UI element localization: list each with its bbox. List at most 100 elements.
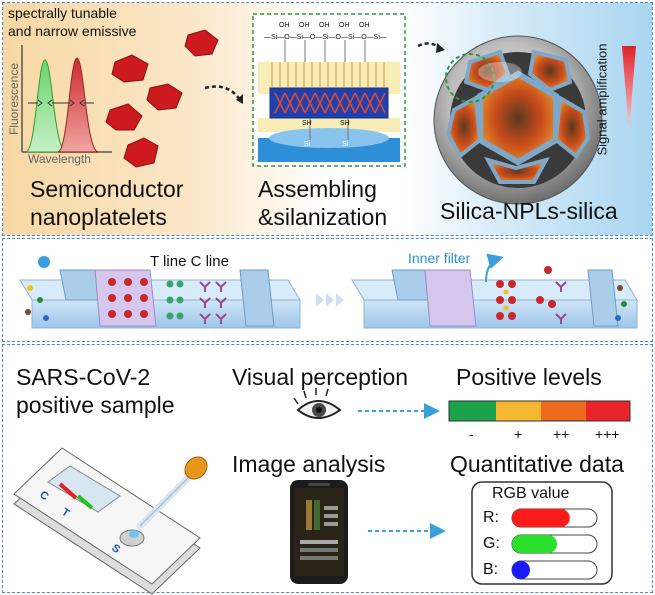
test-strip-after [351,253,638,329]
eye-icon [293,388,342,419]
captured-particles-c-line [536,266,556,308]
chem-oh-2: OH [299,22,310,29]
lattice-pattern [274,92,386,114]
rgb-box [471,481,613,585]
analyte-particles [25,285,49,321]
level-label-triple-plus: +++ [595,426,620,442]
nanoplatelet [146,83,183,111]
level-segment-triple-plus [586,401,630,421]
conjugate-pad [424,269,477,327]
chem-oh-1: OH [279,22,290,29]
emissive-label-line1: spectrally tunable [8,5,117,21]
assembling-label-line1: Assembling [258,176,377,202]
level-label-plus: + [514,426,523,442]
flow-chevrons [316,293,344,307]
absorbent-pad [587,269,619,327]
b-label: B: [483,561,499,578]
core-hex-top-right [527,49,573,93]
ligand-chains [271,62,385,88]
phone-speaker [308,483,330,486]
red-fwhm-arrows [60,99,94,107]
quantitative-data-label: Quantitative data [450,451,624,477]
emissive-label-line2: and narrow emissive [8,23,137,39]
chem-sh-1: SH [302,120,312,127]
nanoplatelet [123,137,159,168]
substrate-surface [269,128,389,148]
level-segment-double-plus [541,401,586,421]
chem-oh-4: OH [339,22,350,29]
test-cassette [13,447,201,595]
silica-sphere [433,35,603,205]
fluorescence-spectrum-plot [21,45,112,153]
nanoplatelet [184,29,219,57]
chem-oh-5: OH [359,22,370,29]
rgb-value-panel [471,481,613,585]
cassette-window [47,465,121,513]
process-arrowhead-1 [236,94,243,104]
nanoplatelet [105,103,143,131]
sample-droplet [129,530,139,538]
t-line-antibodies [166,280,184,320]
process-arrowhead-2 [436,43,445,53]
smartphone [290,480,348,584]
r-bar-fill [512,509,570,527]
inner-filter-label: Inner filter [408,250,471,266]
semiconductor-label-line2: nanoplatelets [30,204,167,230]
green-fwhm-arrows [28,99,62,107]
inner-filter-arrow [485,253,504,283]
rgb-title: RGB value [492,485,570,502]
core-hex-left [445,94,483,160]
t-line-c-line-label: T line C line [150,253,229,270]
g-label: G: [483,535,500,552]
g-bar-fill [512,535,558,553]
green-emission-peak [25,59,67,153]
level-label-negative: - [469,426,474,442]
red-emission-peak [57,57,99,153]
signal-amplification-triangle [622,46,636,132]
chem-sh-2: SH [340,120,350,127]
r-label: R: [483,509,499,526]
nanoplatelets [105,29,219,168]
zoom-circle [445,53,495,103]
positive-level-bar [448,400,631,422]
c-line-antibodies [199,281,227,324]
assembling-schematic [252,13,406,167]
middle-panel [2,238,653,342]
assembling-label-line2: &silanization [258,204,388,230]
conjugate-particles [108,278,148,318]
bottom-panel [2,344,653,593]
chem-si-1: Si [304,141,311,148]
chem-oh-3: OH [319,22,330,29]
absorbent-pad [239,269,275,327]
image-analysis-label: Image analysis [232,451,386,477]
c-line-antibodies [555,281,567,324]
silane-links [284,40,366,140]
sample-label-line1: SARS-CoV-2 [16,364,151,390]
level-segment-plus [496,401,541,421]
sample-label-line2: positive sample [16,392,175,418]
chem-si-2: Si [342,141,349,148]
sample-drop [38,256,50,268]
core-hex-center [477,70,559,166]
b-bar-fill [512,561,530,579]
test-strip-before [19,256,301,329]
c-line-mark [58,482,78,500]
t-line-mark [76,494,94,510]
process-arrow-1 [204,85,242,101]
core-hex-top-left [463,49,511,93]
level-bar-border [448,400,631,422]
level-segment-negative [449,401,496,421]
semiconductor-label-line1: Semiconductor [30,176,184,202]
pipette-icon [136,456,208,530]
visual-perception-label: Visual perception [232,364,409,390]
captured-particles-t-line [496,280,516,320]
core-hex-right [553,94,591,159]
positive-levels-label: Positive levels [456,364,602,390]
silica-nps-label: Silica-NPLs-silica [440,198,618,224]
core-hex-bottom [483,156,550,184]
nanoplatelet [111,54,149,83]
chem-chain: —Si—O—Si—O—Si—O—Si—O—Si— [264,34,387,41]
ligand-layer-bottom [258,118,400,132]
